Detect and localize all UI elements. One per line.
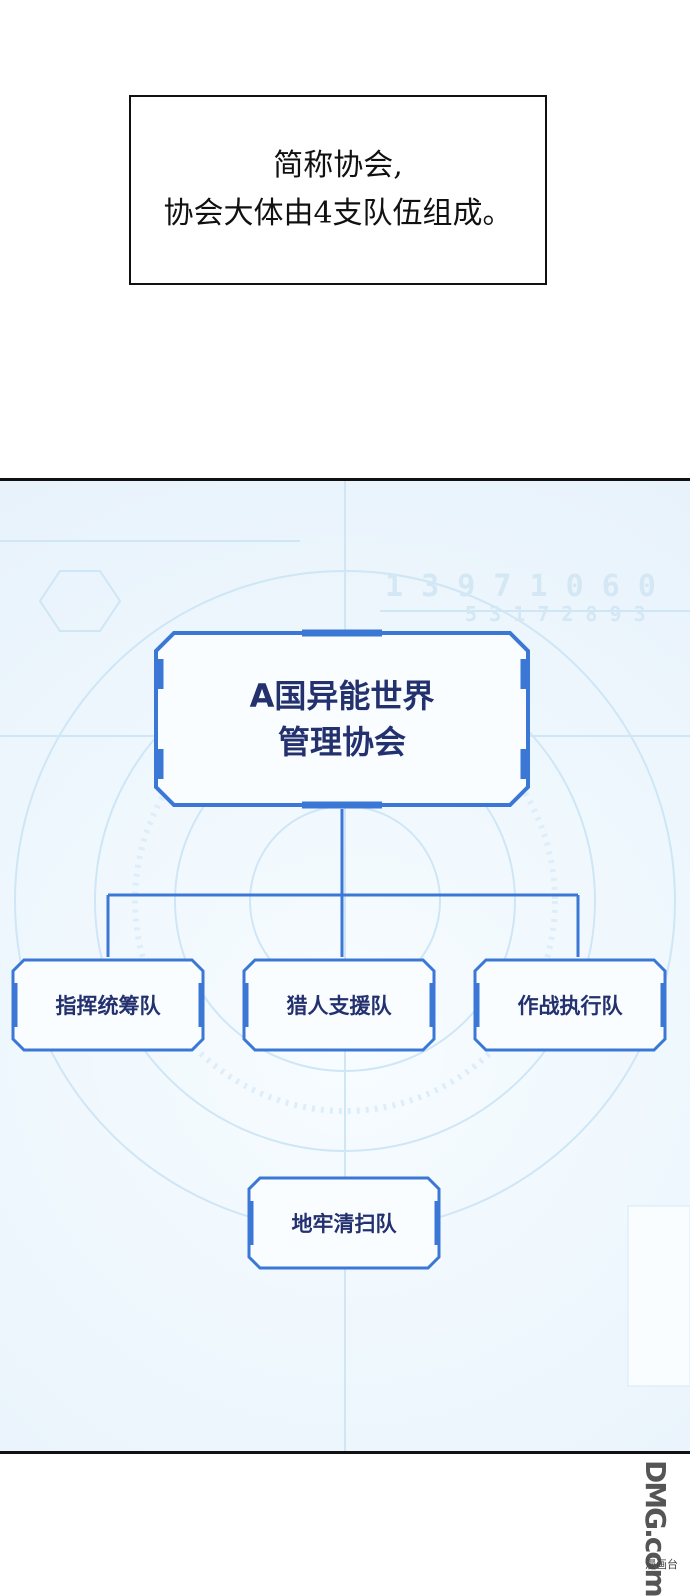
watermark: DMG.com 漫画台: [622, 1460, 682, 1596]
team-node-combat: 作战执行队: [472, 957, 668, 1053]
watermark-logo: DMG.com: [639, 1460, 672, 1596]
watermark-text: 漫画台: [645, 1558, 678, 1571]
caption-line-2: 协会大体由4支队伍组成。: [163, 196, 513, 231]
connector-lines: [106, 809, 580, 957]
caption-line-1: 简称协会,: [273, 148, 403, 183]
team-node-dungeon-cleanup: 地牢清扫队: [246, 1175, 442, 1271]
bg-digits-2: 5 3 1 7 2 8 9 3: [465, 602, 646, 626]
root-line-1: A国异能世界: [249, 677, 435, 715]
team-node-command: 指挥统筹队: [10, 957, 206, 1053]
team-label: 地牢清扫队: [291, 1212, 397, 1236]
team-label: 作战执行队: [517, 994, 623, 1018]
team-label: 指挥统筹队: [55, 994, 161, 1018]
caption-box: 简称协会, 协会大体由4支队伍组成。: [129, 95, 547, 285]
org-chart-panel: 1 3 9 7 1 0 6 0 5 3 1 7 2 8 9 3 A国异能世界 管…: [0, 478, 690, 1454]
root-line-2: 管理协会: [277, 723, 406, 761]
bg-digits-1: 1 3 9 7 1 0 6 0: [385, 569, 656, 604]
team-label: 猎人支援队: [286, 994, 392, 1018]
team-node-hunter-support: 猎人支援队: [241, 957, 437, 1053]
root-node: A国异能世界 管理协会: [152, 629, 532, 809]
